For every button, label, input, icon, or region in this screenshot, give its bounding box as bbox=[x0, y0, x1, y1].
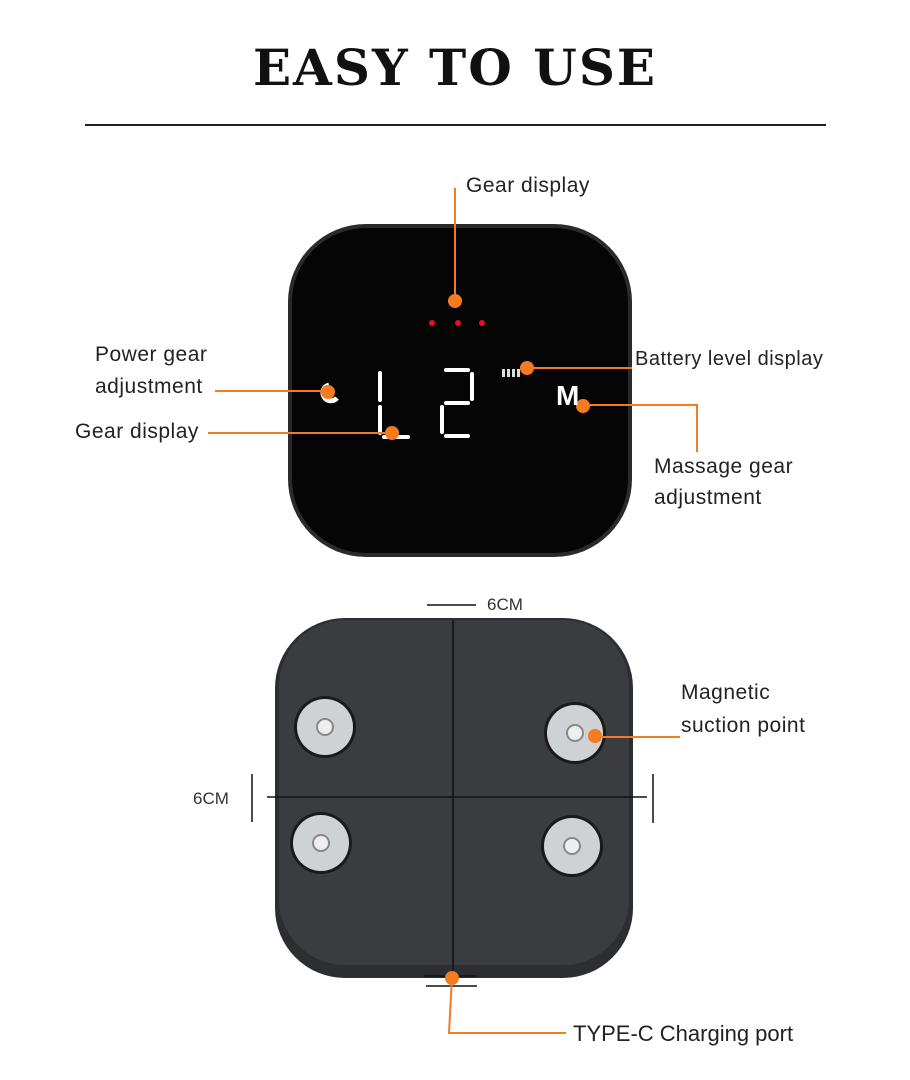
page-title: EASY TO USE bbox=[252, 38, 658, 97]
magnetic-point bbox=[541, 815, 603, 877]
callout-massage-gear-line1: Massage gear bbox=[654, 455, 794, 478]
dimension-lines bbox=[251, 604, 654, 987]
gear-indicator-dot bbox=[479, 320, 485, 326]
device-back bbox=[275, 618, 633, 978]
magnetic-point bbox=[290, 812, 352, 874]
callout-gear-display-top: Gear display bbox=[466, 174, 590, 197]
callout-dots bbox=[321, 294, 602, 985]
callout-power-gear-line1: Power gear bbox=[95, 343, 208, 366]
gear-indicator-dot bbox=[455, 320, 461, 326]
massage-mode-button[interactable]: M bbox=[556, 380, 580, 411]
magnetic-point bbox=[294, 696, 356, 758]
callout-gear-display-left: Gear display bbox=[75, 420, 199, 443]
gear-indicator-dot bbox=[429, 320, 435, 326]
title-divider bbox=[85, 124, 826, 126]
callout-magnetic-line1: Magnetic bbox=[681, 681, 771, 704]
callout-magnetic-line2: suction point bbox=[681, 714, 806, 737]
magnetic-point bbox=[544, 702, 606, 764]
callout-battery-level: Battery level display bbox=[635, 348, 824, 370]
battery-icon bbox=[502, 369, 520, 377]
callout-type-c-port: TYPE-C Charging port bbox=[573, 1021, 794, 1046]
callout-power-gear-line2: adjustment bbox=[95, 375, 203, 398]
callout-massage-gear-line2: adjustment bbox=[654, 486, 762, 509]
device-front bbox=[288, 224, 632, 557]
width-dimension-label: 6CM bbox=[487, 595, 523, 614]
callout-lines bbox=[208, 188, 698, 1034]
height-dimension-label: 6CM bbox=[193, 789, 229, 808]
seven-segment-l2 bbox=[378, 368, 474, 439]
